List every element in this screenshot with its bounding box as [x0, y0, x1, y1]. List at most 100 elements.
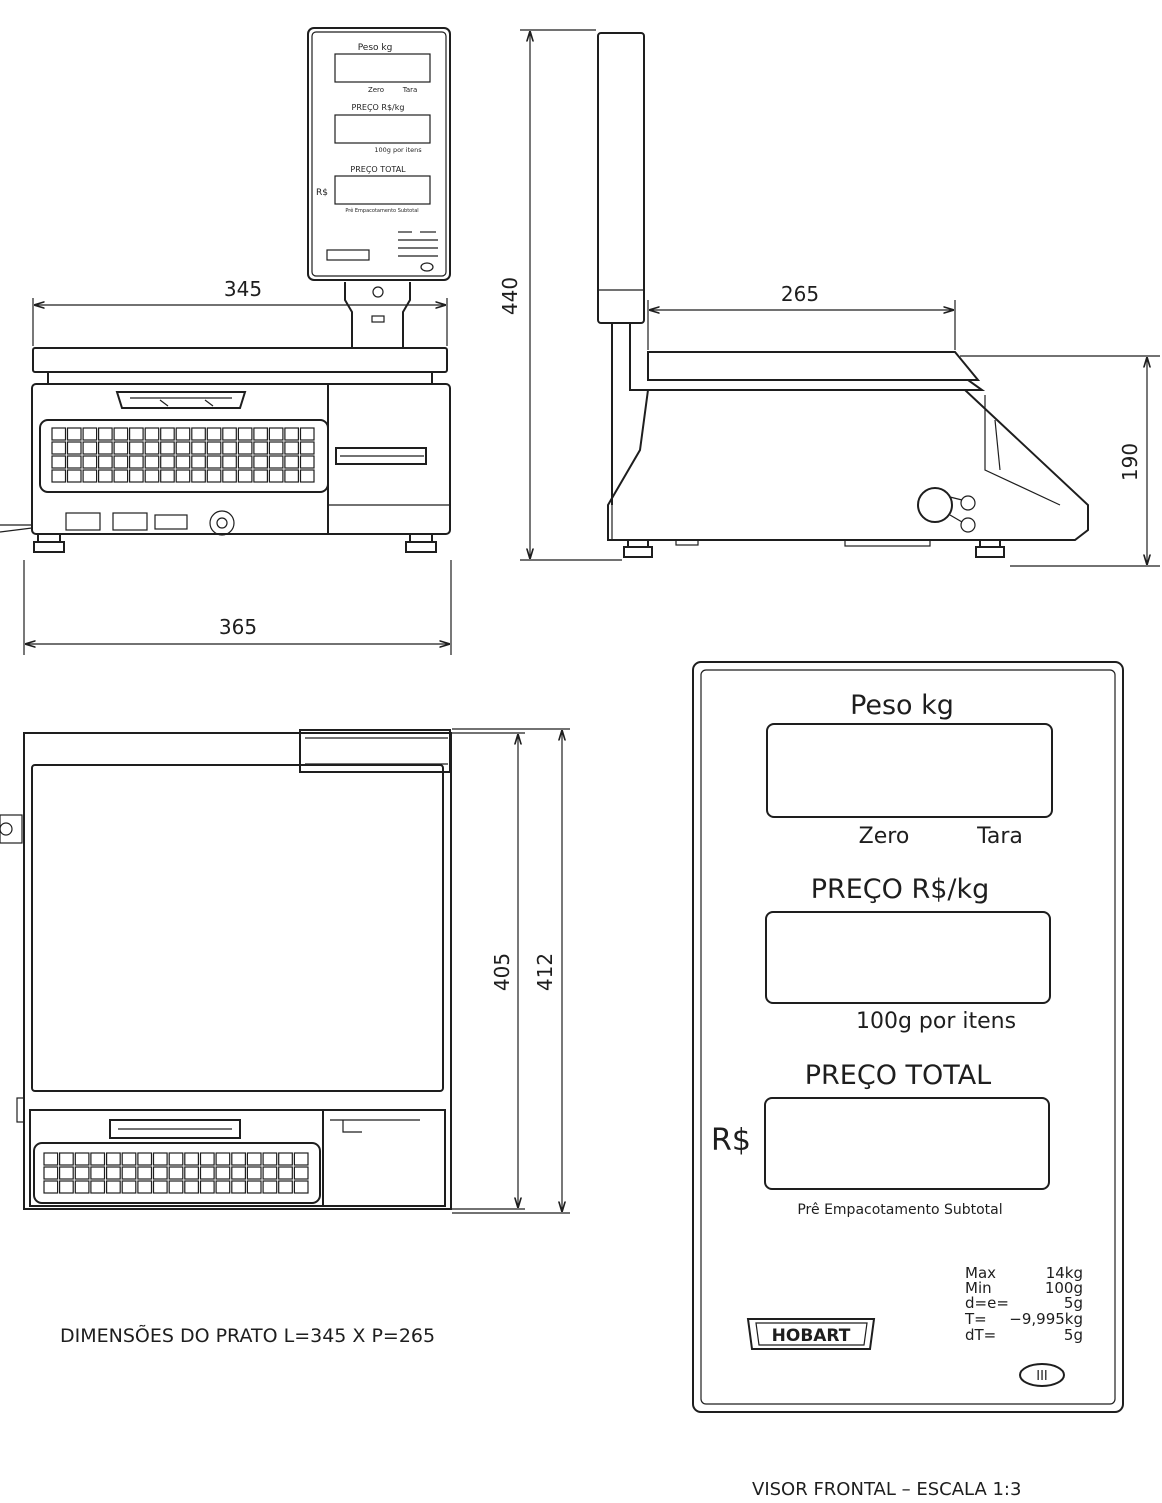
- front-keypad-key: [66, 455, 82, 469]
- front-keypad-key: [82, 427, 98, 441]
- front-keypad-key: [206, 427, 222, 441]
- top-keypad-key: [246, 1166, 262, 1180]
- hobart-logo: HOBART: [746, 1318, 876, 1350]
- top-keypad-key: [293, 1166, 309, 1180]
- currency-label: R$: [711, 1123, 751, 1158]
- front-keypad-key: [160, 455, 175, 469]
- front-keypad-key: [160, 469, 175, 483]
- front-keypad-key: [129, 455, 144, 469]
- spec-value-2: 5g: [1064, 1294, 1083, 1312]
- small-price-label: PREÇO R$/kg: [352, 103, 405, 112]
- front-keypad-key: [51, 427, 67, 441]
- top-keypad-key: [184, 1180, 200, 1194]
- front-keypad-key: [237, 427, 253, 441]
- spec-value-1: 100g: [1045, 1279, 1083, 1297]
- spec-key-0: Max: [965, 1264, 996, 1282]
- per100g-label: 100g por itens: [856, 1009, 1016, 1034]
- top-keypad-key: [246, 1152, 262, 1166]
- front-keypad-key: [299, 469, 315, 483]
- top-keypad-key: [215, 1152, 231, 1166]
- top-keypad-key: [105, 1166, 121, 1180]
- front-keypad-key: [222, 469, 237, 483]
- top-keypad-key: [168, 1152, 184, 1166]
- front-keypad-key: [129, 441, 144, 455]
- front-pole-display: Peso kg Zero Tara PREÇO R$/kg 100g por i…: [307, 27, 451, 281]
- top-keypad-key: [152, 1180, 168, 1194]
- front-keypad-key: [222, 441, 237, 455]
- front-keypad-key: [299, 427, 315, 441]
- top-keypad-key: [90, 1166, 106, 1180]
- front-keypad-key: [253, 441, 268, 455]
- class-mark-text: III: [1036, 1369, 1048, 1384]
- front-keypad-key: [268, 427, 284, 441]
- front-keypad-key: [51, 455, 67, 469]
- front-keypad-key: [253, 455, 268, 469]
- top-keypad-key: [184, 1152, 200, 1166]
- top-keypad-key: [137, 1180, 153, 1194]
- front-keypad-key: [253, 427, 268, 441]
- spec-block: Max 14kg Min 100g d=e= 5g T= −9,995kg dT…: [964, 1264, 1083, 1344]
- front-keypad-key: [97, 455, 113, 469]
- top-keypad-key: [137, 1166, 153, 1180]
- top-keypad-key: [215, 1180, 231, 1194]
- front-keypad-key: [191, 455, 206, 469]
- top-keypad-key: [231, 1166, 247, 1180]
- small-zero-label: Zero: [368, 86, 384, 94]
- front-keypad-key: [206, 469, 222, 483]
- top-keypad-key: [74, 1180, 90, 1194]
- top-keypad-key: [293, 1152, 309, 1166]
- spec-key-1: Min: [965, 1279, 992, 1297]
- front-keypad-key: [191, 427, 206, 441]
- front-keypad-key: [82, 455, 98, 469]
- front-keypad-key: [97, 469, 113, 483]
- small-prepack-label: Prê Empacotamento Subtotal: [345, 207, 418, 214]
- front-keypad-key: [237, 469, 253, 483]
- front-keypad-key: [129, 427, 144, 441]
- front-keypad-key: [191, 469, 206, 483]
- small-weight-label: Peso kg: [358, 43, 393, 53]
- dim-412: 412: [533, 953, 557, 991]
- small-per100g-label: 100g por itens: [374, 146, 422, 154]
- spec-value-0: 14kg: [1046, 1264, 1083, 1282]
- spec-key-3: T=: [964, 1310, 987, 1328]
- top-keypad-key: [246, 1180, 262, 1194]
- top-view: 405 412: [0, 728, 570, 1214]
- top-keypad-key: [199, 1180, 215, 1194]
- price-display-window: [765, 911, 1051, 1004]
- front-keypad-key: [191, 441, 206, 455]
- top-keypad-key: [152, 1152, 168, 1166]
- top-keypad-key: [58, 1166, 74, 1180]
- top-keypad-key: [168, 1180, 184, 1194]
- front-keypad-key: [284, 455, 299, 469]
- top-keypad-key: [262, 1152, 278, 1166]
- dim-265: 265: [781, 282, 819, 306]
- top-keypad-key: [137, 1152, 153, 1166]
- front-keypad-key: [206, 441, 222, 455]
- front-keypad-key: [237, 441, 253, 455]
- front-keypad-key: [268, 455, 284, 469]
- top-keypad-key: [121, 1180, 137, 1194]
- top-keypad-key: [215, 1166, 231, 1180]
- front-keypad-key: [66, 469, 82, 483]
- front-keypad-key: [222, 427, 237, 441]
- weight-label: Peso kg: [850, 690, 954, 721]
- top-keypad-key: [121, 1152, 137, 1166]
- dim-345: 345: [224, 277, 262, 301]
- front-keypad-key: [144, 427, 160, 441]
- spec-key-4: dT=: [965, 1326, 996, 1344]
- top-keypad-key: [43, 1180, 59, 1194]
- front-keypad-key: [144, 441, 160, 455]
- front-keypad-key: [113, 469, 129, 483]
- top-keypad-key: [152, 1166, 168, 1180]
- front-keypad-key: [253, 469, 268, 483]
- price-label: PREÇO R$/kg: [811, 874, 990, 905]
- class-mark-oval: [1019, 1363, 1065, 1387]
- front-keypad-key: [144, 469, 160, 483]
- top-keypad-key: [293, 1180, 309, 1194]
- weight-display-window: [766, 723, 1053, 818]
- small-total-label: PREÇO TOTAL: [350, 165, 406, 174]
- front-printer-slot: [115, 391, 247, 409]
- front-keypad-key: [284, 427, 299, 441]
- dim-365: 365: [219, 615, 257, 639]
